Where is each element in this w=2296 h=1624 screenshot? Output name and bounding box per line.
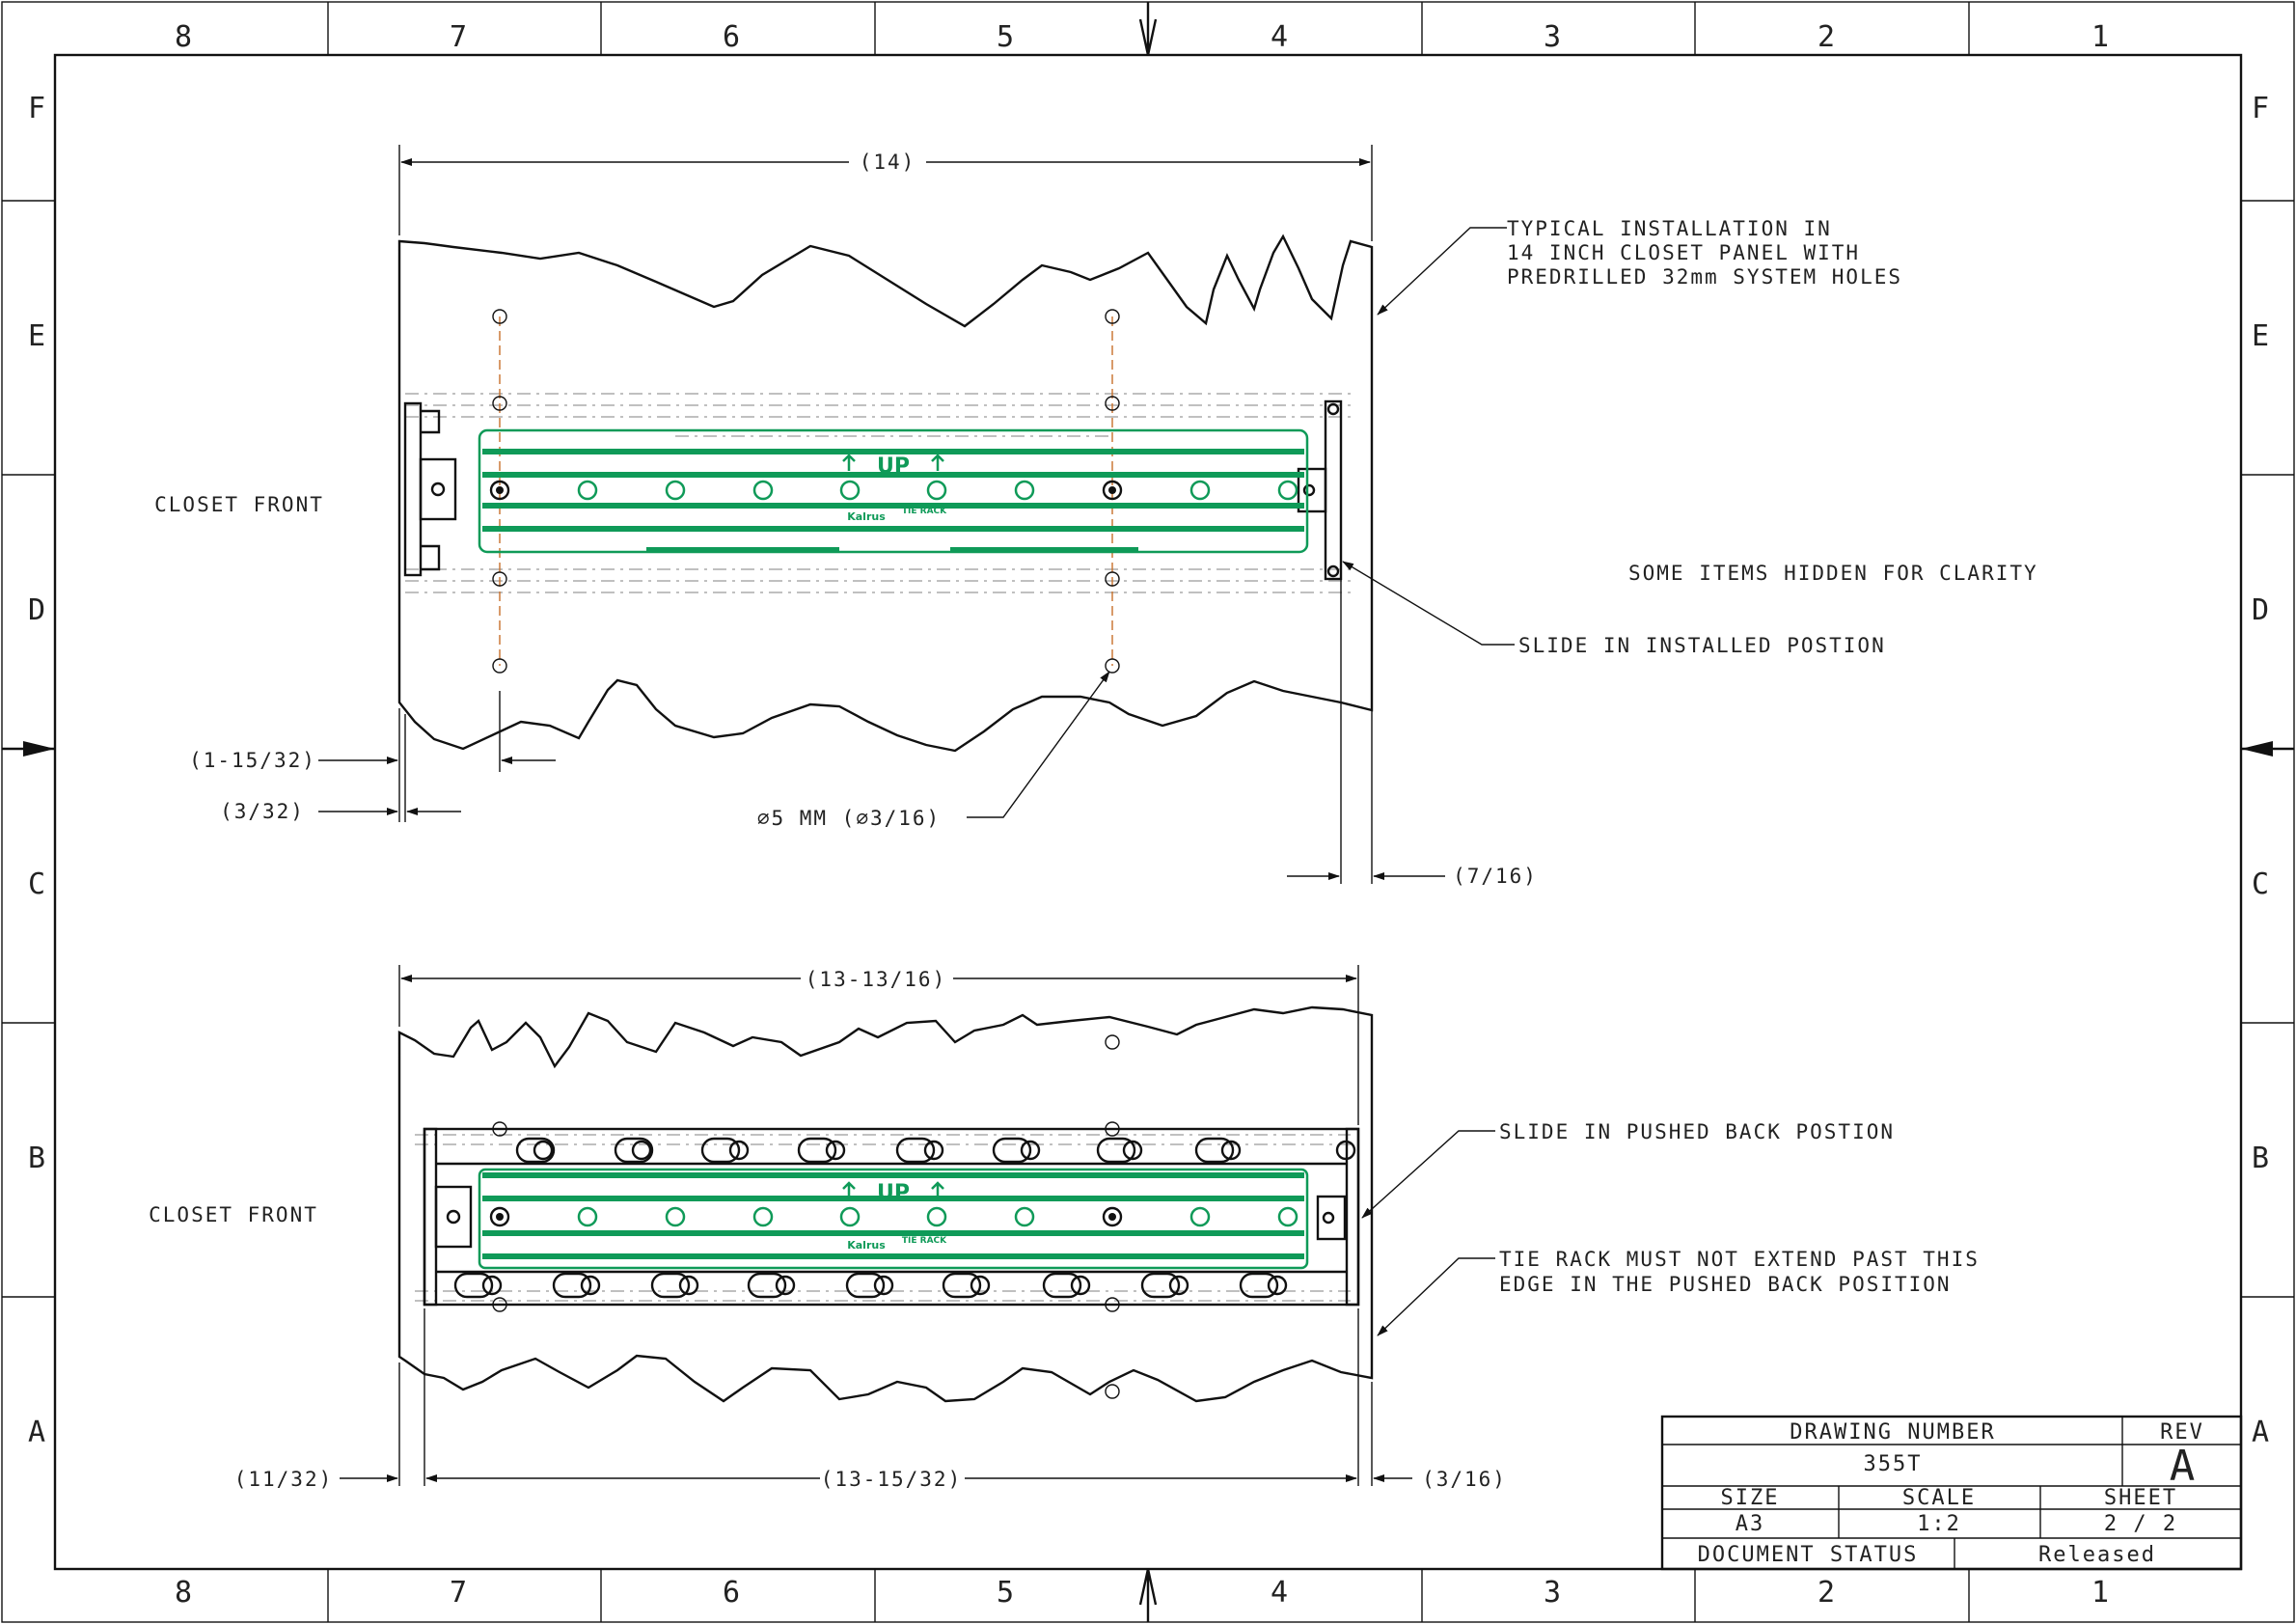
top-system-holes xyxy=(492,309,1120,674)
zone-col-5-bottom: 5 xyxy=(997,1576,1014,1610)
zone-row-a: A xyxy=(28,1416,45,1449)
bottom-rack-logo: Kalrus xyxy=(847,1239,886,1252)
zone-col-7-bottom: 7 xyxy=(450,1576,467,1610)
size-value: A3 xyxy=(1736,1512,1765,1536)
rev-value: A xyxy=(2170,1442,2196,1491)
zone-col-8: 8 xyxy=(175,20,192,54)
bottom-system-holes xyxy=(492,1034,1120,1399)
top-closet-front-label: CLOSET FRONT xyxy=(154,493,324,516)
top-left-bracket xyxy=(403,401,457,577)
zone-row-d-right: D xyxy=(2252,593,2269,627)
zone-row-b-right: B xyxy=(2252,1142,2269,1175)
zone-row-e: E xyxy=(28,319,45,353)
top-tie-rack: UP Kalrus TIE RACK xyxy=(478,428,1309,554)
zone-col-3: 3 xyxy=(1544,20,1561,54)
top-rack-logo: Kalrus xyxy=(847,510,886,523)
zone-col-2-bottom: 2 xyxy=(1818,1576,1835,1610)
zone-row-e-right: E xyxy=(2252,319,2269,353)
top-panel-note-line3: PREDRILLED 32mm SYSTEM HOLES xyxy=(1507,265,1902,289)
top-front-gap-dim: (3/32) xyxy=(220,800,305,823)
bottom-rack-logo-sub: TIE RACK xyxy=(902,1236,947,1246)
bottom-tie-rack: UP Kalrus TIE RACK xyxy=(478,1168,1309,1270)
top-right-bracket xyxy=(1297,399,1343,581)
top-panel-note-line2: 14 INCH CLOSET PANEL WITH xyxy=(1507,241,1860,264)
zone-row-f-right: F xyxy=(2252,92,2269,125)
bottom-rail-slots xyxy=(453,1137,1356,1299)
zone-col-6-bottom: 6 xyxy=(723,1576,740,1610)
zone-col-3-bottom: 3 xyxy=(1544,1576,1561,1610)
size-label: SIZE xyxy=(1721,1486,1780,1510)
bottom-panel-outline xyxy=(397,1005,1374,1403)
zone-row-d: D xyxy=(28,593,45,627)
top-hidden-items-note: SOME ITEMS HIDDEN FOR CLARITY xyxy=(1628,562,2038,585)
zone-row-c: C xyxy=(28,867,45,901)
bottom-front-dim: (11/32) xyxy=(234,1468,334,1491)
zone-col-8-bottom: 8 xyxy=(175,1576,192,1610)
zone-col-6: 6 xyxy=(723,20,740,54)
zone-row-a-right: A xyxy=(2252,1416,2269,1449)
bottom-edge-note-line2: EDGE IN THE PUSHED BACK POSITION xyxy=(1499,1273,1952,1296)
zone-col-1-bottom: 1 xyxy=(2091,1576,2109,1610)
drawing-number-label: DRAWING NUMBER xyxy=(1790,1420,1995,1445)
drawing-number-value: 355T xyxy=(1864,1452,1923,1476)
top-overall-width-dim: (14) xyxy=(860,151,916,174)
zone-col-2: 2 xyxy=(1818,20,1835,54)
document-status-value: Released xyxy=(2038,1543,2156,1567)
zone-row-f: F xyxy=(28,92,45,125)
bottom-closet-front-label: CLOSET FRONT xyxy=(149,1203,318,1226)
top-up-marker: UP xyxy=(877,454,910,479)
zone-row-b: B xyxy=(28,1142,45,1175)
sheet-value: 2 / 2 xyxy=(2104,1512,2177,1536)
zone-row-c-right: C xyxy=(2252,867,2269,901)
zone-col-1: 1 xyxy=(2091,20,2109,54)
top-panel-outline xyxy=(397,234,1374,753)
rev-label: REV xyxy=(2160,1420,2204,1445)
bottom-slide-note: SLIDE IN PUSHED BACK POSTION xyxy=(1499,1120,1895,1143)
scale-value: 1:2 xyxy=(1917,1512,1961,1536)
zone-col-7: 7 xyxy=(450,20,467,54)
bottom-rack-frame xyxy=(423,1127,1360,1307)
top-slide-installed-note: SLIDE IN INSTALLED POSTION xyxy=(1518,634,1886,657)
bottom-overall-width-dim: (13-13/16) xyxy=(806,968,946,991)
zone-col-5: 5 xyxy=(997,20,1014,54)
bottom-view: UP Kalrus TIE RACK (13-13/16) CLOSET FRO… xyxy=(149,965,1980,1491)
zone-labels: 8 7 6 5 4 3 2 1 8 7 6 5 4 3 2 1 F E D C … xyxy=(28,20,2269,1610)
top-view: UP Kalrus TIE RACK (14) CLOSET FRONT TYP… xyxy=(154,145,2038,888)
title-block: DRAWING NUMBER 355T REV A SIZE A3 SCALE … xyxy=(1660,1415,2243,1571)
top-hole-diameter-dim: ∅5 MM (∅3/16) xyxy=(757,807,941,830)
sheet-label: SHEET xyxy=(2104,1486,2177,1510)
zone-col-4: 4 xyxy=(1271,20,1288,54)
document-status-label: DOCUMENT STATUS xyxy=(1698,1543,1919,1567)
top-front-hole-dim: (1-15/32) xyxy=(189,749,316,772)
bottom-up-marker: UP xyxy=(877,1181,910,1205)
top-panel-note-line1: TYPICAL INSTALLATION IN xyxy=(1507,217,1832,240)
bottom-edge-note-line1: TIE RACK MUST NOT EXTEND PAST THIS xyxy=(1499,1248,1980,1271)
bottom-rack-length-dim: (13-15/32) xyxy=(821,1468,962,1491)
scale-label: SCALE xyxy=(1902,1486,1976,1510)
top-back-gap-dim: (7/16) xyxy=(1453,865,1538,888)
bottom-back-dim: (3/16) xyxy=(1422,1468,1507,1491)
zone-col-4-bottom: 4 xyxy=(1271,1576,1288,1610)
top-rack-logo-sub: TIE RACK xyxy=(902,507,947,516)
